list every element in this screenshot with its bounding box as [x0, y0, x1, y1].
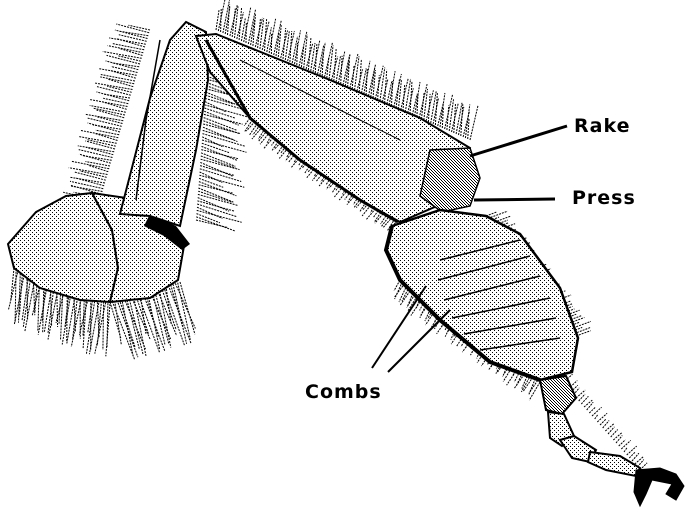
combs-leader-line-1: [372, 286, 426, 368]
combs-leader-line-2: [388, 310, 450, 372]
rake-leader-line: [470, 126, 567, 156]
rake-label: Rake: [574, 117, 630, 136]
combs-label: Combs: [305, 383, 382, 402]
rake-region: [420, 148, 480, 212]
tarsal-claw: [634, 468, 684, 506]
press-label: Press: [572, 189, 636, 208]
press-leader-line: [474, 199, 555, 200]
tarsus-segment-1: [540, 376, 576, 414]
